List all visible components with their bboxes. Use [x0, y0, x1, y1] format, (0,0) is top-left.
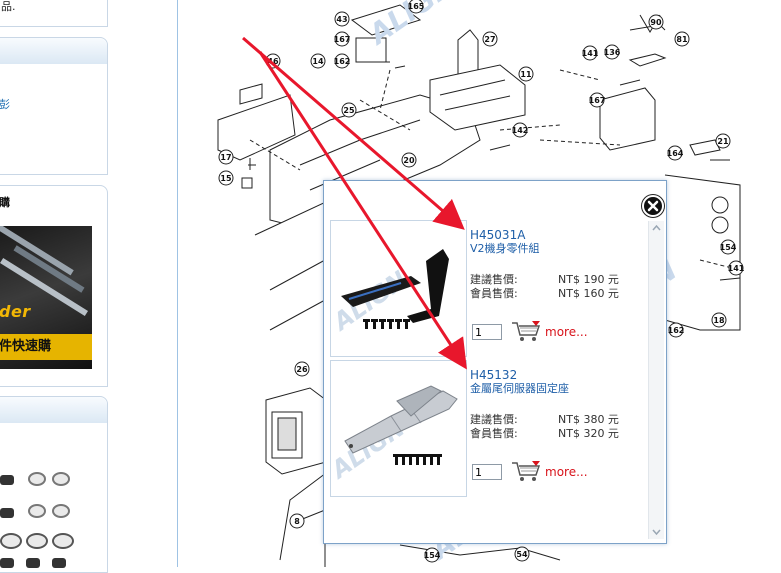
part-number-label: 27: [484, 35, 495, 44]
part-number-label: 167: [589, 96, 606, 105]
part-number-label: 20: [403, 156, 415, 165]
scroll-up-arrow-icon[interactable]: [649, 221, 664, 235]
sidebar-panel-2: 購 der 件快速購: [0, 185, 108, 387]
product-item: ALIGN H45031A V2機身零件組 建議售價: NT$ 190 元 會員…: [330, 220, 650, 357]
product-image[interactable]: ALIGN: [330, 360, 467, 497]
part-number-label: 43: [336, 15, 347, 24]
promo-tagline: 件快速購: [0, 334, 92, 360]
part-number-label: 11: [520, 70, 532, 79]
part-number-label: 17: [220, 153, 231, 162]
sidebar-panel-1: 彭: [0, 37, 108, 175]
part-number-label: 141: [582, 49, 599, 58]
sidebar-divider: [177, 0, 178, 567]
part-number-label: 90: [650, 18, 662, 27]
product-item: ALIGN H45132 金屬尾伺服器固定座 建議售價: NT$ 380 元 會…: [330, 360, 650, 497]
sidebar-panel-header: [0, 38, 107, 64]
quantity-input[interactable]: [472, 324, 502, 340]
product-image[interactable]: ALIGN: [330, 220, 467, 357]
part-number-label: 141: [728, 264, 745, 273]
part-number-label: 25: [343, 106, 355, 115]
part-number-label: 154: [720, 243, 737, 252]
retail-price-label: 建議售價:: [470, 273, 518, 286]
part-number-label: 81: [676, 35, 688, 44]
sidebar-top-text: 品.: [1, 0, 16, 13]
sidebar-parts-image[interactable]: [0, 470, 106, 568]
left-sidebar: 品. 彭 購 der 件快速購: [0, 0, 110, 573]
close-icon: [647, 200, 659, 212]
part-number-label: 8: [294, 517, 300, 526]
part-number-label: 164: [667, 149, 684, 158]
retail-price: NT$ 190 元: [558, 273, 619, 286]
popup-scrollbar[interactable]: [648, 221, 664, 539]
part-number-label: 136: [604, 48, 621, 57]
promo-logo-text: der: [0, 302, 31, 321]
quantity-input[interactable]: [472, 464, 502, 480]
sidebar-panel-2-title: 購: [0, 196, 10, 209]
scroll-down-arrow-icon[interactable]: [649, 525, 664, 539]
product-sku-link[interactable]: H45132: [470, 368, 518, 382]
member-price: NT$ 160 元: [558, 287, 619, 300]
product-name-link[interactable]: V2機身零件組: [470, 242, 540, 255]
part-number-label: 162: [334, 57, 351, 66]
sidebar-panel-1-link[interactable]: 彭: [0, 98, 10, 111]
part-number-label: 154: [424, 551, 441, 560]
part-number-label: 26: [296, 365, 308, 374]
sidebar-panel-header: [0, 397, 107, 423]
member-price: NT$ 320 元: [558, 427, 619, 440]
member-price-label: 會員售價:: [470, 427, 518, 440]
part-number-label: 165: [408, 2, 425, 11]
part-number-label: 54: [516, 550, 528, 559]
part-number-label: 18: [713, 316, 725, 325]
product-sku-link[interactable]: H45031A: [470, 228, 526, 242]
part-number-label: 167: [334, 35, 351, 44]
add-to-cart-icon[interactable]: [510, 459, 542, 483]
product-name-link[interactable]: 金屬尾伺服器固定座: [470, 382, 569, 395]
member-price-label: 會員售價:: [470, 287, 518, 300]
add-to-cart-icon[interactable]: [510, 319, 542, 343]
part-number-label: 14: [312, 57, 324, 66]
close-popup-button[interactable]: [642, 195, 664, 217]
part-number-label: 142: [512, 126, 529, 135]
more-link[interactable]: more...: [545, 325, 588, 339]
retail-price-label: 建議售價:: [470, 413, 518, 426]
part-number-label: 46: [267, 57, 279, 66]
part-number-label: 21: [717, 137, 729, 146]
part-number-label: 15: [220, 174, 232, 183]
sidebar-top-box: 品.: [0, 0, 108, 27]
promo-banner[interactable]: der 件快速購: [0, 226, 92, 369]
part-number-label: 162: [668, 326, 685, 335]
retail-price: NT$ 380 元: [558, 413, 619, 426]
more-link[interactable]: more...: [545, 465, 588, 479]
